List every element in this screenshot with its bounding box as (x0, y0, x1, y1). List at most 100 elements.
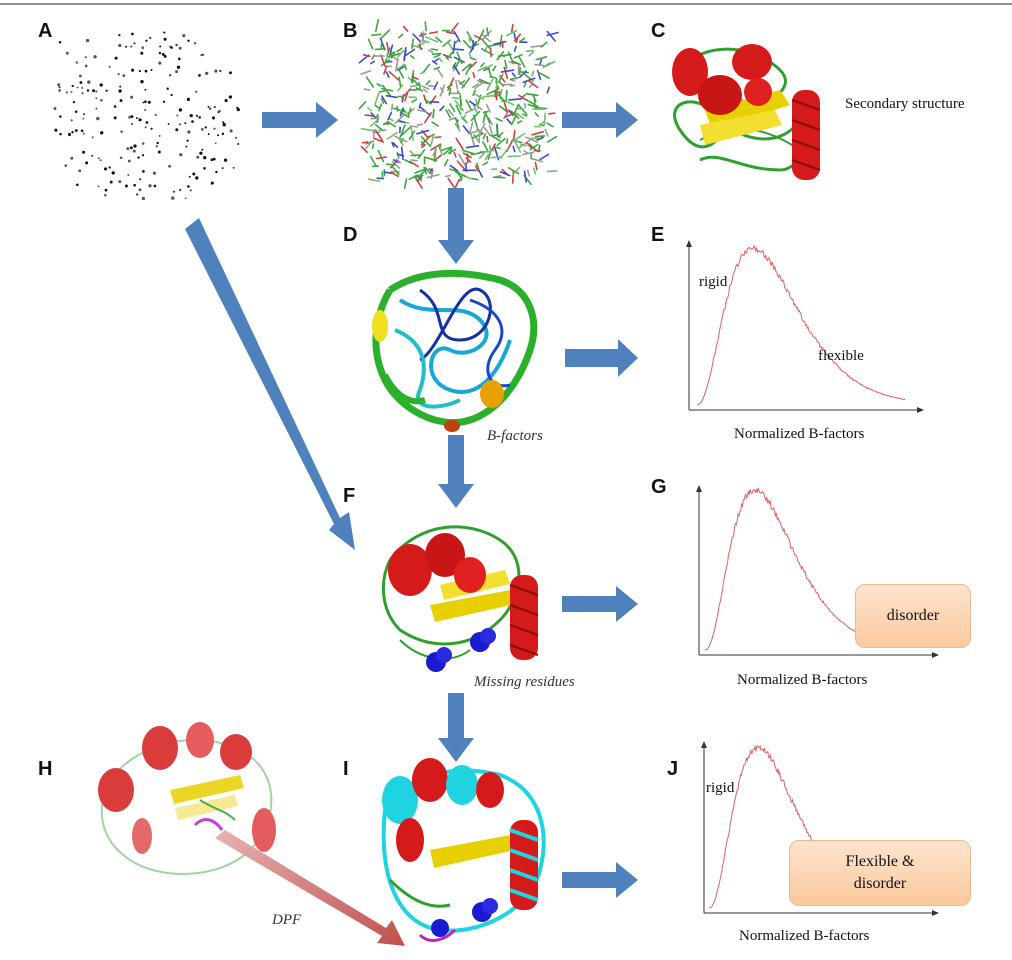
atom-bond (461, 149, 475, 155)
coordinate-point (81, 92, 84, 95)
atom-bond (497, 53, 512, 58)
atom-bond (471, 177, 479, 181)
atom-bond (526, 169, 531, 177)
atom-bond (534, 161, 538, 171)
atom-bond (538, 58, 543, 66)
atom-bond (454, 123, 461, 132)
atom-bond (542, 60, 556, 69)
atom-bond (424, 166, 432, 175)
coordinate-point (65, 91, 68, 94)
atom-bond (453, 151, 457, 158)
atom-bond (391, 141, 395, 148)
atom-bond (478, 123, 486, 135)
plot-J-label-rigid: rigid (706, 780, 735, 796)
coordinate-point (140, 51, 144, 55)
coordinate-point (95, 90, 98, 93)
atom-bond (505, 100, 515, 106)
atom-bond (481, 33, 491, 43)
coordinate-point (91, 136, 94, 139)
atom-bond (449, 148, 453, 155)
atom-bond (530, 44, 544, 48)
atom-bond (448, 117, 455, 121)
atom-bond (512, 103, 520, 117)
coordinate-point (237, 142, 240, 146)
atom-bond (404, 91, 409, 102)
atom-bond (388, 51, 395, 57)
coordinate-point (229, 129, 233, 133)
atom-bond (374, 124, 384, 132)
atom-bond (394, 57, 399, 72)
coordinate-point (152, 171, 156, 175)
panel-label-D: D (343, 224, 358, 246)
coordinate-point (207, 105, 210, 108)
atom-bond (528, 51, 535, 57)
atom-bond (416, 123, 424, 126)
coordinate-point (113, 116, 117, 120)
atom-bond (476, 162, 480, 171)
atom-bond (506, 118, 513, 125)
atom-bond (469, 40, 478, 53)
coordinate-point (216, 134, 220, 137)
coordinate-point (162, 100, 166, 103)
coordinate-point (53, 107, 57, 111)
atom-bond (369, 60, 376, 65)
coordinate-point (195, 176, 199, 180)
atom-bond (548, 112, 556, 115)
coordinate-point (122, 74, 126, 77)
atom-bond (404, 48, 416, 57)
coordinate-point (139, 178, 142, 181)
coordinate-point (200, 128, 204, 131)
coordinate-point (125, 184, 128, 188)
atom-bond (369, 119, 379, 127)
atom-bond (411, 98, 418, 103)
atom-bond (481, 38, 491, 49)
coordinate-point (175, 128, 179, 132)
coordinate-point (78, 74, 82, 78)
coordinate-point (58, 89, 61, 92)
atom-bond (378, 89, 387, 93)
atom-bond (412, 33, 422, 43)
atom-bond (374, 104, 380, 109)
atom-bond (544, 128, 549, 137)
coordinate-point (187, 39, 190, 42)
coordinate-point (193, 42, 197, 45)
atom-bond (482, 161, 489, 166)
arrow-B-to-D (438, 188, 474, 264)
plot-J-xlabel: Normalized B-factors (739, 928, 870, 944)
atom-bond (468, 52, 472, 59)
coordinate-point (138, 118, 142, 122)
panel-label-I: I (343, 758, 349, 780)
atom-bond (380, 54, 386, 67)
atom-bond (374, 47, 386, 51)
coordinate-point (59, 115, 62, 118)
coordinate-point (114, 56, 118, 60)
atom-bond (498, 131, 504, 138)
atom-bond (388, 117, 394, 122)
coordinate-point (126, 147, 130, 151)
coordinate-point (175, 70, 179, 74)
coordinate-point (64, 164, 67, 167)
atom-bond (422, 31, 425, 43)
coordinate-point (168, 74, 172, 77)
atom-bond (468, 100, 477, 107)
atom-bond (441, 146, 452, 151)
coordinate-point (72, 100, 76, 104)
atom-bond (519, 37, 526, 43)
atom-bond (421, 85, 430, 90)
atom-bond (399, 124, 406, 138)
atom-bond (362, 53, 371, 58)
coordinate-point (195, 114, 198, 117)
atom-bond (531, 130, 545, 136)
atom-bond (486, 88, 500, 95)
atom-bond (512, 60, 519, 65)
atom-bond (397, 67, 405, 79)
atom-bond (506, 138, 509, 144)
atom-bond (546, 170, 558, 173)
coordinate-point (111, 171, 115, 175)
atom-bond (473, 104, 478, 113)
atom-bond (510, 110, 520, 120)
atom-bond (512, 145, 516, 153)
atom-bond (453, 64, 461, 75)
coordinate-point (142, 170, 145, 173)
atom-bond (373, 114, 379, 120)
